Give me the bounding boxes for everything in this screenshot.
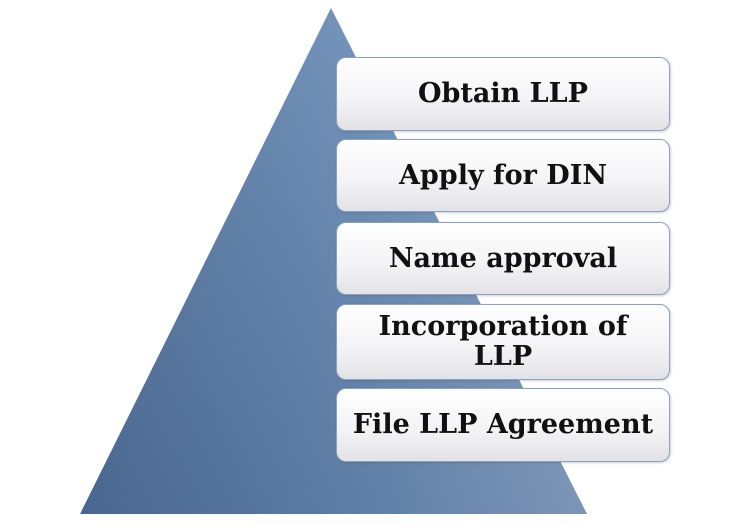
step-box-file-llp-agreement: File LLP Agreement	[336, 388, 670, 462]
step-label: Apply for DIN	[398, 159, 608, 191]
step-box-apply-for-din: Apply for DIN	[336, 139, 670, 212]
step-box-name-approval: Name approval	[336, 222, 670, 295]
pyramid-shading	[80, 8, 587, 514]
step-label: Name approval	[388, 242, 618, 274]
step-box-incorporation-of-llp: Incorporation of LLP	[336, 304, 670, 380]
step-label: File LLP Agreement	[352, 409, 654, 440]
step-box-obtain-llp: Obtain LLP	[336, 57, 670, 131]
step-label: Incorporation of LLP	[378, 311, 628, 372]
step-label: Obtain LLP	[418, 78, 588, 109]
